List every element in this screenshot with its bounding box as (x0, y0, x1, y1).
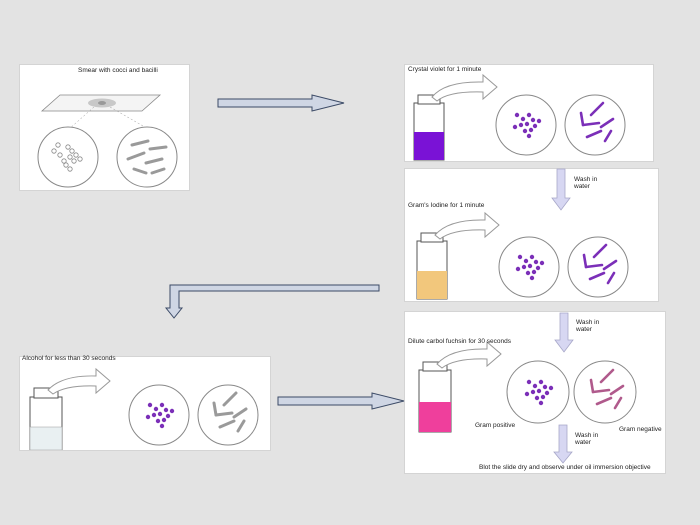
fuchsin-illustration (418, 340, 637, 433)
arrow-smear-to-crystal (217, 94, 345, 112)
smear-illustration (37, 94, 178, 188)
wash-label-1: Wash in water (574, 176, 598, 190)
gram-negative-label: Gram negative (619, 426, 662, 433)
wash-arrow-1 (551, 168, 571, 211)
crystal-violet-illustration (413, 73, 626, 161)
crystal-violet-title: Crystal violet for 1 minute (408, 66, 482, 73)
wash-arrow-3 (553, 424, 573, 464)
fuchsin-panel: Dilute carbol fuchsin for 30 seconds Gra… (405, 312, 665, 473)
alcohol-title: Alcohol for less than 30 seconds (22, 355, 116, 362)
bacilli-pink (589, 368, 625, 410)
cocci-purple (524, 379, 554, 406)
smear-title: Smear with cocci and bacilli (78, 67, 158, 74)
alcohol-illustration (29, 367, 259, 450)
cocci-purple (145, 402, 175, 429)
iodine-panel: Gram's Iodine for 1 minute (405, 169, 658, 301)
bacilli-purple (579, 101, 615, 143)
arrow-alcohol-to-fuchsin (277, 392, 405, 410)
cocci-purple (515, 254, 545, 281)
alcohol-panel: Alcohol for less than 30 seconds (20, 355, 270, 450)
bacilli-purple (582, 243, 618, 285)
cocci-purple (512, 112, 542, 139)
iodine-liquid (417, 271, 447, 299)
fuchsin-liquid (419, 402, 451, 432)
smear-panel: Smear with cocci and bacilli (20, 65, 189, 190)
cocci-unstained (51, 142, 83, 172)
alcohol-liquid (29, 426, 63, 450)
wash-label-3: Wash in water (575, 432, 599, 446)
iodine-title: Gram's Iodine for 1 minute (408, 202, 485, 209)
crystal-violet-liquid (414, 132, 444, 160)
wash-label-2: Wash in water (576, 319, 600, 333)
bacilli-unstained (126, 139, 168, 175)
final-note: Blot the slide dry and observe under oil… (479, 464, 651, 471)
wash-arrow-2 (554, 312, 574, 353)
bacilli-decolorized (212, 391, 248, 433)
crystal-violet-panel: Crystal violet for 1 minute (405, 65, 653, 161)
arrow-iodine-to-alcohol (164, 284, 380, 319)
fuchsin-title: Dilute carbol fuchsin for 30 seconds (408, 338, 511, 345)
gram-positive-label: Gram positive (475, 422, 516, 429)
iodine-illustration (416, 211, 629, 300)
